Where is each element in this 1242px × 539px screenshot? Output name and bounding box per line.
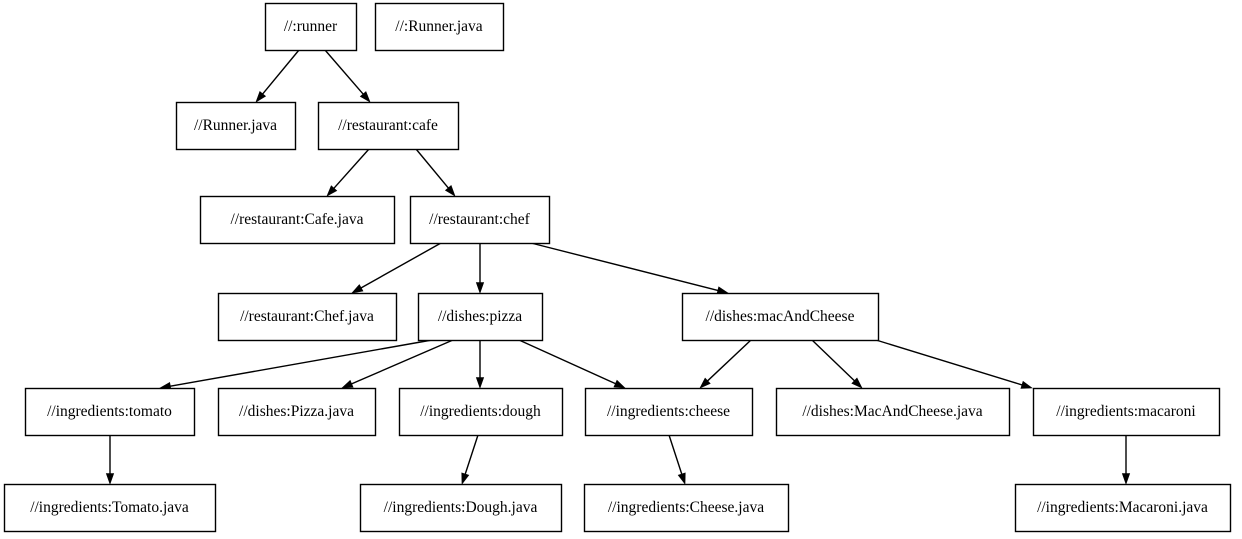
node-box xyxy=(1032,387,1221,437)
graph-node-restaurant_cafe[interactable]: //restaurant:cafe xyxy=(317,101,460,151)
node-box xyxy=(217,387,377,437)
node-box xyxy=(681,292,880,342)
graph-edge xyxy=(461,434,479,485)
node-label: //ingredients:macaroni xyxy=(1056,403,1196,420)
node-box xyxy=(584,387,754,437)
graph-node-ing_dough[interactable]: //ingredients:dough xyxy=(398,387,564,437)
graph-node-dishes_pizza[interactable]: //dishes:pizza xyxy=(417,292,544,342)
node-box xyxy=(409,195,551,245)
graph-node-runner[interactable]: //:runner xyxy=(264,2,358,52)
graph-edge xyxy=(326,148,370,197)
node-label: //Runner.java xyxy=(194,117,277,134)
graph-edge xyxy=(475,340,485,389)
graph-edge xyxy=(415,148,456,197)
graph-node-dishes_mac[interactable]: //dishes:macAndCheese xyxy=(681,292,880,342)
graph-edge xyxy=(668,434,686,485)
graph-edge xyxy=(159,339,433,391)
graph-edge xyxy=(105,435,115,485)
node-box xyxy=(398,387,564,437)
graph-edges-layer xyxy=(105,49,1131,485)
node-box xyxy=(359,483,563,533)
node-label: //ingredients:Cheese.java xyxy=(608,499,764,516)
graph-node-restaurant_chef[interactable]: //restaurant:chef xyxy=(409,195,551,245)
graph-node-ing_tomato[interactable]: //ingredients:tomato xyxy=(24,387,196,437)
graph-node-ing_cheese[interactable]: //ingredients:cheese xyxy=(584,387,754,437)
graph-node-cafe_java[interactable]: //restaurant:Cafe.java xyxy=(199,195,396,245)
graph-edge xyxy=(1121,435,1131,485)
node-box xyxy=(217,292,398,342)
node-label: //dishes:MacAndCheese.java xyxy=(802,403,982,420)
node-label: //ingredients:cheese xyxy=(607,403,730,420)
graph-nodes-layer: //:runner //:Runner.java //Runner.java //re… xyxy=(3,2,1232,533)
graph-edge xyxy=(324,49,371,103)
graph-edge xyxy=(530,242,729,295)
node-label: //restaurant:Chef.java xyxy=(240,308,374,325)
graph-node-mac_java[interactable]: //dishes:MacAndCheese.java xyxy=(775,387,1011,437)
node-label: //ingredients:Dough.java xyxy=(384,499,538,516)
node-box xyxy=(3,483,217,533)
node-label: //ingredients:Macaroni.java xyxy=(1037,499,1208,516)
graph-edge xyxy=(811,339,863,389)
graph-node-tomato_java[interactable]: //ingredients:Tomato.java xyxy=(3,483,217,533)
node-label: //restaurant:cafe xyxy=(338,117,438,134)
node-box xyxy=(583,483,790,533)
node-box xyxy=(1014,483,1232,533)
graph-edge xyxy=(475,243,485,294)
node-box xyxy=(775,387,1011,437)
node-label: //restaurant:Cafe.java xyxy=(231,211,364,228)
graph-node-pizza_java[interactable]: //dishes:Pizza.java xyxy=(217,387,377,437)
graph-edge xyxy=(351,242,442,294)
graph-node-ing_macaroni[interactable]: //ingredients:macaroni xyxy=(1032,387,1221,437)
node-label: //:runner xyxy=(284,18,338,35)
node-label: //:Runner.java xyxy=(395,18,483,35)
graph-node-runner_java_root[interactable]: //:Runner.java xyxy=(374,2,505,52)
graph-edge xyxy=(518,339,626,389)
node-box xyxy=(175,101,297,151)
node-label: //restaurant:chef xyxy=(429,211,531,228)
graph-node-runner_java[interactable]: //Runner.java xyxy=(175,101,297,151)
node-label: //dishes:Pizza.java xyxy=(239,403,354,420)
node-label: //ingredients:dough xyxy=(420,403,541,420)
graph-edge xyxy=(341,339,454,389)
graph-node-cheese_java[interactable]: //ingredients:Cheese.java xyxy=(583,483,790,533)
graph-node-dough_java[interactable]: //ingredients:Dough.java xyxy=(359,483,563,533)
node-box xyxy=(417,292,544,342)
graph-edge xyxy=(255,49,300,103)
node-box xyxy=(317,101,460,151)
graph-edge xyxy=(699,339,752,389)
graph-edge xyxy=(875,339,1033,389)
node-box xyxy=(199,195,396,245)
graph-node-macaroni_java[interactable]: //ingredients:Macaroni.java xyxy=(1014,483,1232,533)
node-label: //dishes:macAndCheese xyxy=(706,308,855,325)
node-box xyxy=(374,2,505,52)
node-label: //ingredients:tomato xyxy=(47,403,172,420)
node-label: //dishes:pizza xyxy=(438,308,522,325)
node-box xyxy=(264,2,358,52)
node-box xyxy=(24,387,196,437)
graph-node-chef_java[interactable]: //restaurant:Chef.java xyxy=(217,292,398,342)
node-label: //ingredients:Tomato.java xyxy=(30,499,189,516)
